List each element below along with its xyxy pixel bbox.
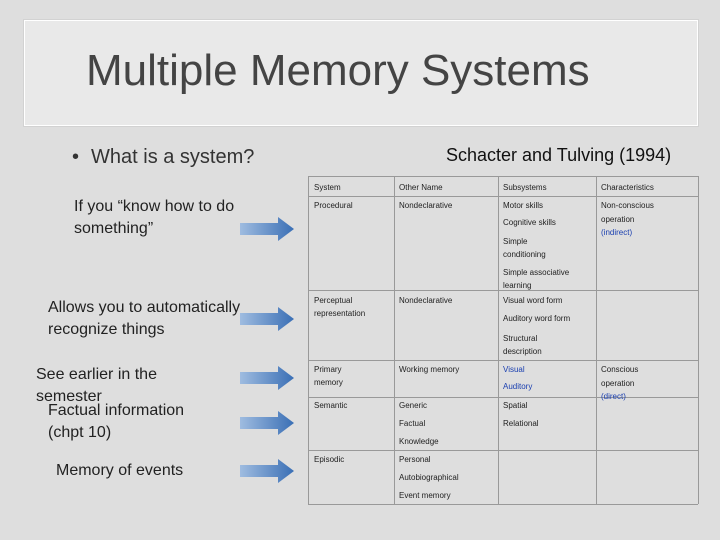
arrow-right-icon bbox=[240, 217, 294, 241]
label-episodic: Memory of events bbox=[56, 462, 184, 479]
cell-system-episodic: Episodic bbox=[314, 455, 345, 464]
arrow-right-icon bbox=[240, 366, 294, 390]
cell-other-primary: Working memory bbox=[399, 365, 460, 374]
cell-system-perceptual: Perceptual representation bbox=[314, 296, 366, 318]
cell-other-perceptual: Nondeclarative bbox=[399, 296, 453, 305]
cell-other-episodic: Autobiographical bbox=[399, 473, 459, 482]
table-col-rule bbox=[394, 176, 395, 504]
table-col-rule bbox=[308, 176, 309, 504]
table-row-rule bbox=[308, 290, 698, 291]
cell-characteristics-note: (indirect) bbox=[601, 228, 633, 237]
label-perceptual: Allows you to automatically recognize th… bbox=[48, 299, 241, 338]
cell-system-semantic: Semantic bbox=[314, 401, 348, 410]
label-semantic: Factual information (chpt 10) bbox=[48, 402, 185, 441]
table-top-rule bbox=[308, 176, 698, 177]
table-row-rule bbox=[308, 360, 698, 361]
cell-subsystem: Simple associative learning bbox=[503, 268, 570, 290]
cell-other-semantic: Factual bbox=[399, 419, 426, 428]
cell-subsystem: Auditory bbox=[503, 382, 533, 391]
table-bottom-rule bbox=[308, 504, 698, 505]
cell-other-episodic: Event memory bbox=[399, 491, 451, 500]
cell-other-semantic: Knowledge bbox=[399, 437, 439, 446]
cell-subsystem: Motor skills bbox=[503, 201, 544, 210]
table-col-rule bbox=[498, 176, 499, 504]
arrow-right-icon bbox=[240, 459, 294, 483]
label-procedural: If you “know how to do something” bbox=[74, 198, 235, 237]
cell-characteristics-procedural: Non-conscious operation bbox=[601, 201, 654, 224]
table-header-rule bbox=[308, 196, 698, 197]
cell-system-primary: Primary memory bbox=[314, 365, 343, 387]
cell-subsystem: Relational bbox=[503, 419, 539, 428]
cell-characteristics-primary: Conscious operation bbox=[601, 365, 639, 388]
bullet-text: What is a system? bbox=[91, 146, 255, 168]
bullet-dot: • bbox=[72, 146, 80, 168]
title-box bbox=[24, 20, 698, 126]
cell-subsystem: Auditory word form bbox=[503, 314, 571, 323]
cell-other-episodic: Personal bbox=[399, 455, 431, 464]
label-primary: See earlier in the semester bbox=[36, 366, 157, 405]
table-row-rule bbox=[308, 397, 698, 398]
table-header-characteristics: Characteristics bbox=[601, 183, 654, 192]
table-header-subsystems: Subsystems bbox=[503, 183, 547, 192]
table-col-rule bbox=[698, 176, 699, 504]
cell-subsystem: Structural description bbox=[503, 334, 542, 356]
table-header-system: System bbox=[314, 183, 341, 192]
cell-other-procedural: Nondeclarative bbox=[399, 201, 453, 210]
source-citation: Schacter and Tulving (1994) bbox=[446, 145, 672, 165]
cell-subsystem: Visual bbox=[503, 365, 525, 374]
cell-system-procedural: Procedural bbox=[314, 201, 353, 210]
arrow-right-icon bbox=[240, 307, 294, 331]
cell-subsystem: Spatial bbox=[503, 401, 528, 410]
cell-characteristics-note: (direct) bbox=[601, 392, 626, 401]
cell-subsystem: Simple conditioning bbox=[503, 237, 546, 259]
table-col-rule bbox=[596, 176, 597, 504]
bullet-point: • What is a system? bbox=[72, 146, 254, 169]
cell-other-semantic: Generic bbox=[399, 401, 428, 410]
table-header-other-name: Other Name bbox=[399, 183, 443, 192]
cell-subsystem: Visual word form bbox=[503, 296, 563, 305]
cell-subsystem: Cognitive skills bbox=[503, 218, 556, 227]
table-row-rule bbox=[308, 450, 698, 451]
slide-title: Multiple Memory Systems bbox=[86, 46, 590, 95]
arrow-right-icon bbox=[240, 411, 294, 435]
